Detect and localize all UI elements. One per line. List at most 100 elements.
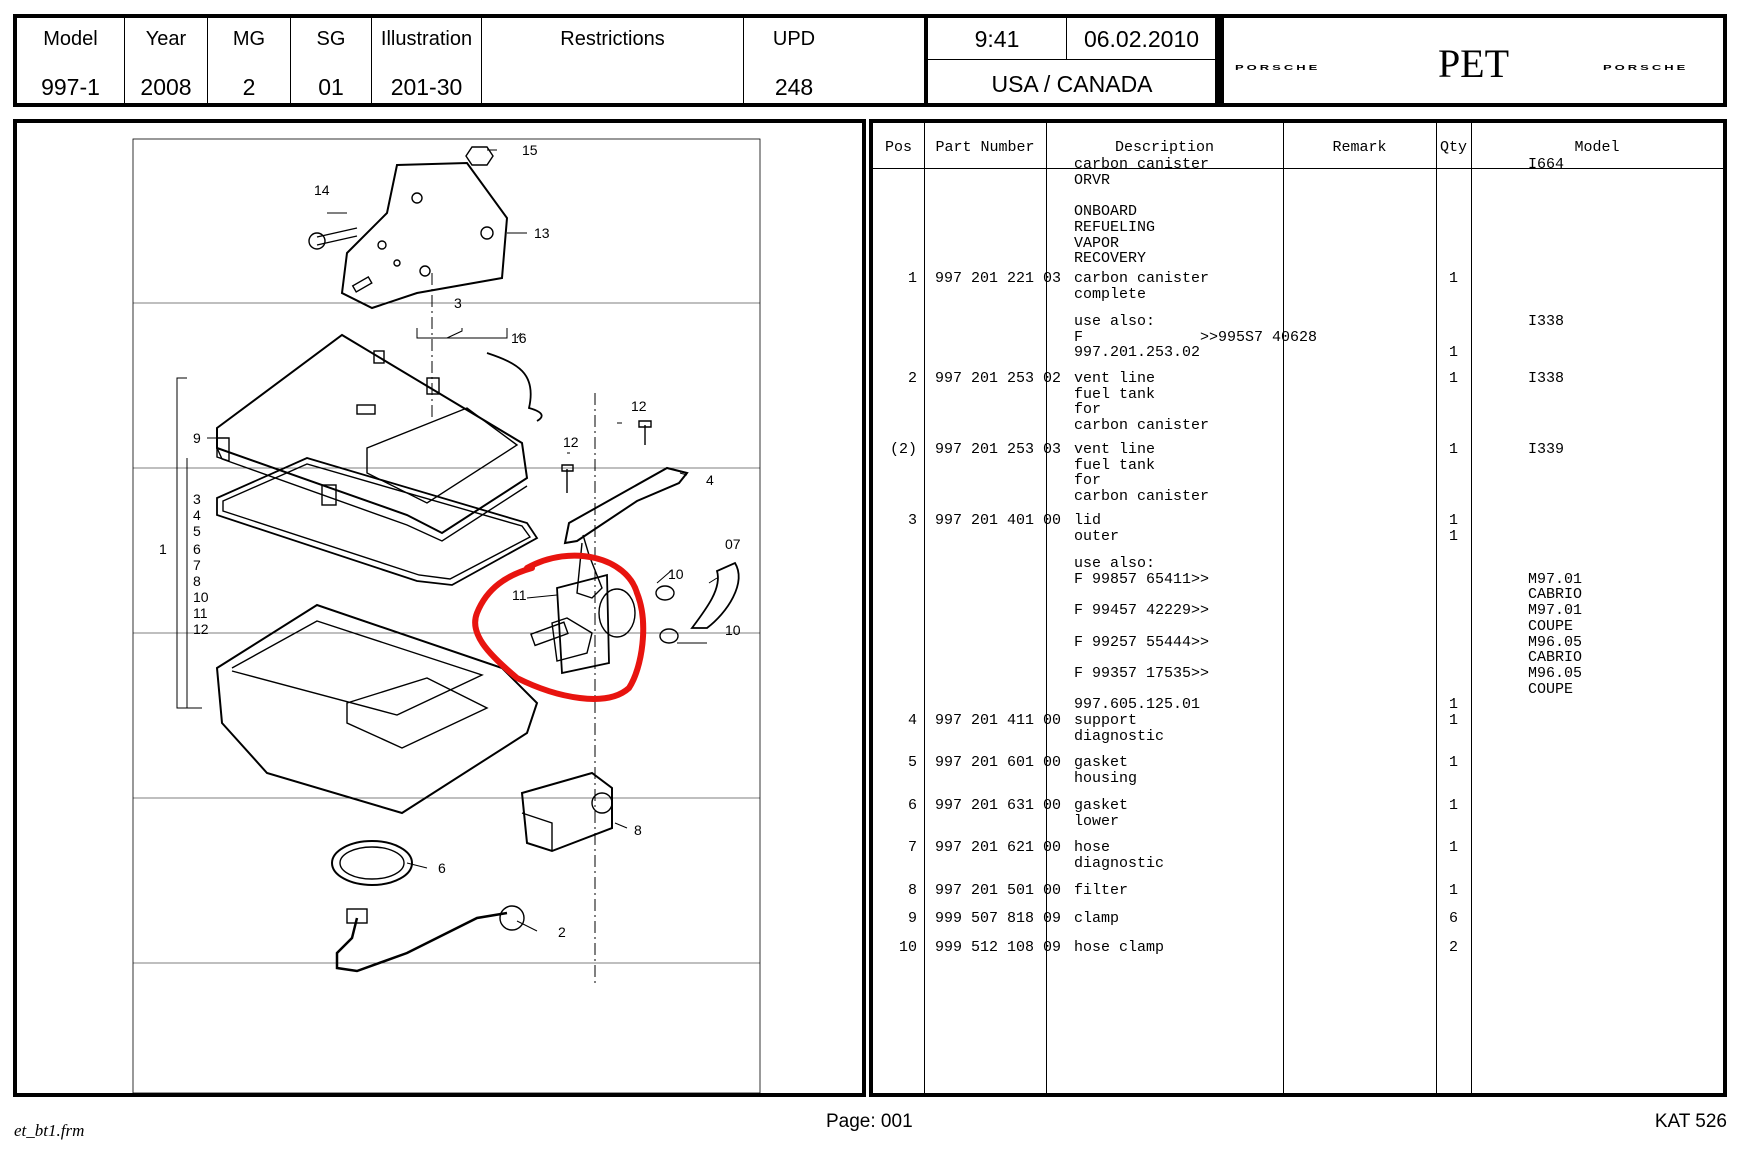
row-8-pos: 5	[907, 754, 917, 771]
brand-logo-right: PORSCHE	[1603, 63, 1689, 72]
callout-list-6: 6	[193, 541, 201, 557]
callout-4: 4	[706, 472, 714, 488]
callout-12b: 12	[563, 434, 579, 450]
row-3-model: I338	[1528, 370, 1565, 387]
row-12-pos: 9	[907, 910, 917, 927]
row-4-desc: vent line fuel tank for carbon canister	[1074, 441, 1210, 506]
brand-logo-left: PORSCHE	[1235, 63, 1321, 72]
row-1-desc: carbon canister complete	[1074, 270, 1210, 303]
support-part	[563, 466, 689, 545]
callout-10a: 10	[668, 566, 684, 582]
footer-file: et_bt1.frm	[14, 1121, 85, 1140]
col-header-model: Model	[1574, 139, 1620, 156]
row-4-part: 997 201 253 03	[935, 441, 1062, 458]
row-9-part: 997 201 631 00	[935, 797, 1062, 814]
header-date: 06.02.2010	[1067, 18, 1216, 60]
highlight-circle	[472, 552, 647, 702]
callout-10b: 10	[725, 622, 741, 638]
row-12-qty: 6	[1448, 910, 1458, 927]
row-4-model: I339	[1528, 441, 1565, 458]
housing-part	[215, 603, 539, 815]
row-11-pos: 8	[907, 882, 917, 899]
header-year-value: 2008	[140, 74, 192, 100]
parts-table: Pos Part Number Description Remark Qty M…	[869, 119, 1727, 1097]
lid-part	[216, 333, 529, 535]
row-4-pos: (2)	[889, 441, 917, 458]
row-12-desc: clamp	[1074, 910, 1120, 927]
callout-1: 1	[159, 541, 167, 557]
row-5-part: 997 201 401 00	[935, 512, 1062, 529]
footer-catalog: KAT 526	[1654, 1111, 1727, 1132]
footer-page: Page: 001	[826, 1111, 913, 1132]
filter-part	[520, 771, 613, 853]
row-5-pos: 3	[907, 512, 917, 529]
col-header-pos: Pos	[884, 139, 912, 156]
row-9-pos: 6	[907, 797, 917, 814]
callout-list-11: 11	[193, 605, 208, 621]
callout-15: 15	[522, 142, 538, 158]
bracket-part	[340, 161, 509, 310]
row-1-pos: 1	[907, 270, 917, 287]
row-2-model: I338	[1528, 313, 1565, 330]
callout-list-5: 5	[193, 523, 201, 539]
row-10-desc: hose diagnostic	[1074, 839, 1165, 872]
callout-14: 14	[314, 182, 330, 198]
header-mg: MG 2	[208, 18, 291, 103]
callout-16: 16	[511, 330, 527, 346]
row-7-pos: 4	[907, 712, 917, 729]
row-13-part: 999 512 108 09	[935, 939, 1062, 956]
row-6-qty: 1	[1448, 696, 1458, 714]
row-11-desc: filter	[1074, 882, 1129, 899]
row-9-qty: 1	[1448, 797, 1458, 814]
row-0-model: I664	[1528, 156, 1565, 173]
header-sg: SG 01	[291, 18, 372, 103]
header-brand: PORSCHE PET PORSCHE	[1220, 14, 1727, 107]
row-3-qty: 1	[1448, 370, 1458, 387]
callout-3: 3	[454, 295, 462, 311]
vent-line-part	[335, 911, 508, 973]
row-8-part: 997 201 601 00	[935, 754, 1062, 771]
drawing-frame	[132, 138, 761, 1093]
header-mg-label: MG	[232, 28, 266, 50]
callout-list-7: 7	[193, 557, 201, 573]
header-datetime-region: 9:41 06.02.2010 USA / CANADA	[924, 14, 1220, 107]
header-sg-value: 01	[318, 74, 344, 100]
callout-2: 2	[558, 924, 566, 940]
header-model-value: 997-1	[41, 74, 100, 100]
callout-list-4: 4	[193, 507, 201, 523]
row-7-desc: support diagnostic	[1074, 712, 1165, 745]
row-1-qty: 1	[1448, 270, 1458, 287]
callout-list-12: 12	[193, 621, 209, 637]
col-header-description: Description	[1114, 139, 1215, 156]
header-info-bar: Model 997-1 Year 2008 MG 2 SG 01 Illustr…	[13, 14, 928, 107]
callout-list-10: 10	[193, 589, 209, 605]
row-1-part: 997 201 221 03	[935, 270, 1062, 287]
callout-07: 07	[725, 536, 741, 552]
col-header-qty: Qty	[1439, 139, 1467, 156]
row-7-qty: 1	[1448, 712, 1458, 729]
row-6-model: M97.01 CABRIO M97.01 COUPE M96.05 CABRIO…	[1528, 570, 1583, 698]
row-13-qty: 2	[1448, 939, 1458, 956]
callout-12a: 12	[631, 398, 647, 414]
ring-gasket-part	[331, 840, 413, 886]
header-restrictions: Restrictions	[482, 18, 744, 103]
header-illustration: Illustration 201-30	[372, 18, 482, 103]
row-10-pos: 7	[907, 839, 917, 856]
header-illustration-value: 201-30	[390, 74, 463, 100]
row-5-desc: lid outer	[1074, 512, 1120, 545]
row-12-part: 999 507 818 09	[935, 910, 1062, 927]
header-year-label: Year	[145, 28, 187, 50]
diagnostic-hose-part	[690, 561, 740, 629]
header-year: Year 2008	[125, 18, 208, 103]
row-10-part: 997 201 621 00	[935, 839, 1062, 856]
header-restrictions-label: Restrictions	[560, 28, 665, 50]
row-9-desc: gasket lower	[1074, 797, 1129, 830]
callout-13: 13	[534, 225, 550, 241]
callout-list-8: 8	[193, 573, 201, 589]
col-header-remark: Remark	[1332, 139, 1387, 156]
row-4-qty: 1	[1448, 441, 1458, 458]
row-3-part: 997 201 253 02	[935, 370, 1062, 387]
exploded-parts-diagram: 15 14 13 3 16 12 12 9 4 3 4 5 1 6 7 8 10…	[13, 119, 866, 1097]
row-7-part: 997 201 411 00	[935, 712, 1062, 729]
row-5-qty: 1 1	[1448, 512, 1458, 545]
